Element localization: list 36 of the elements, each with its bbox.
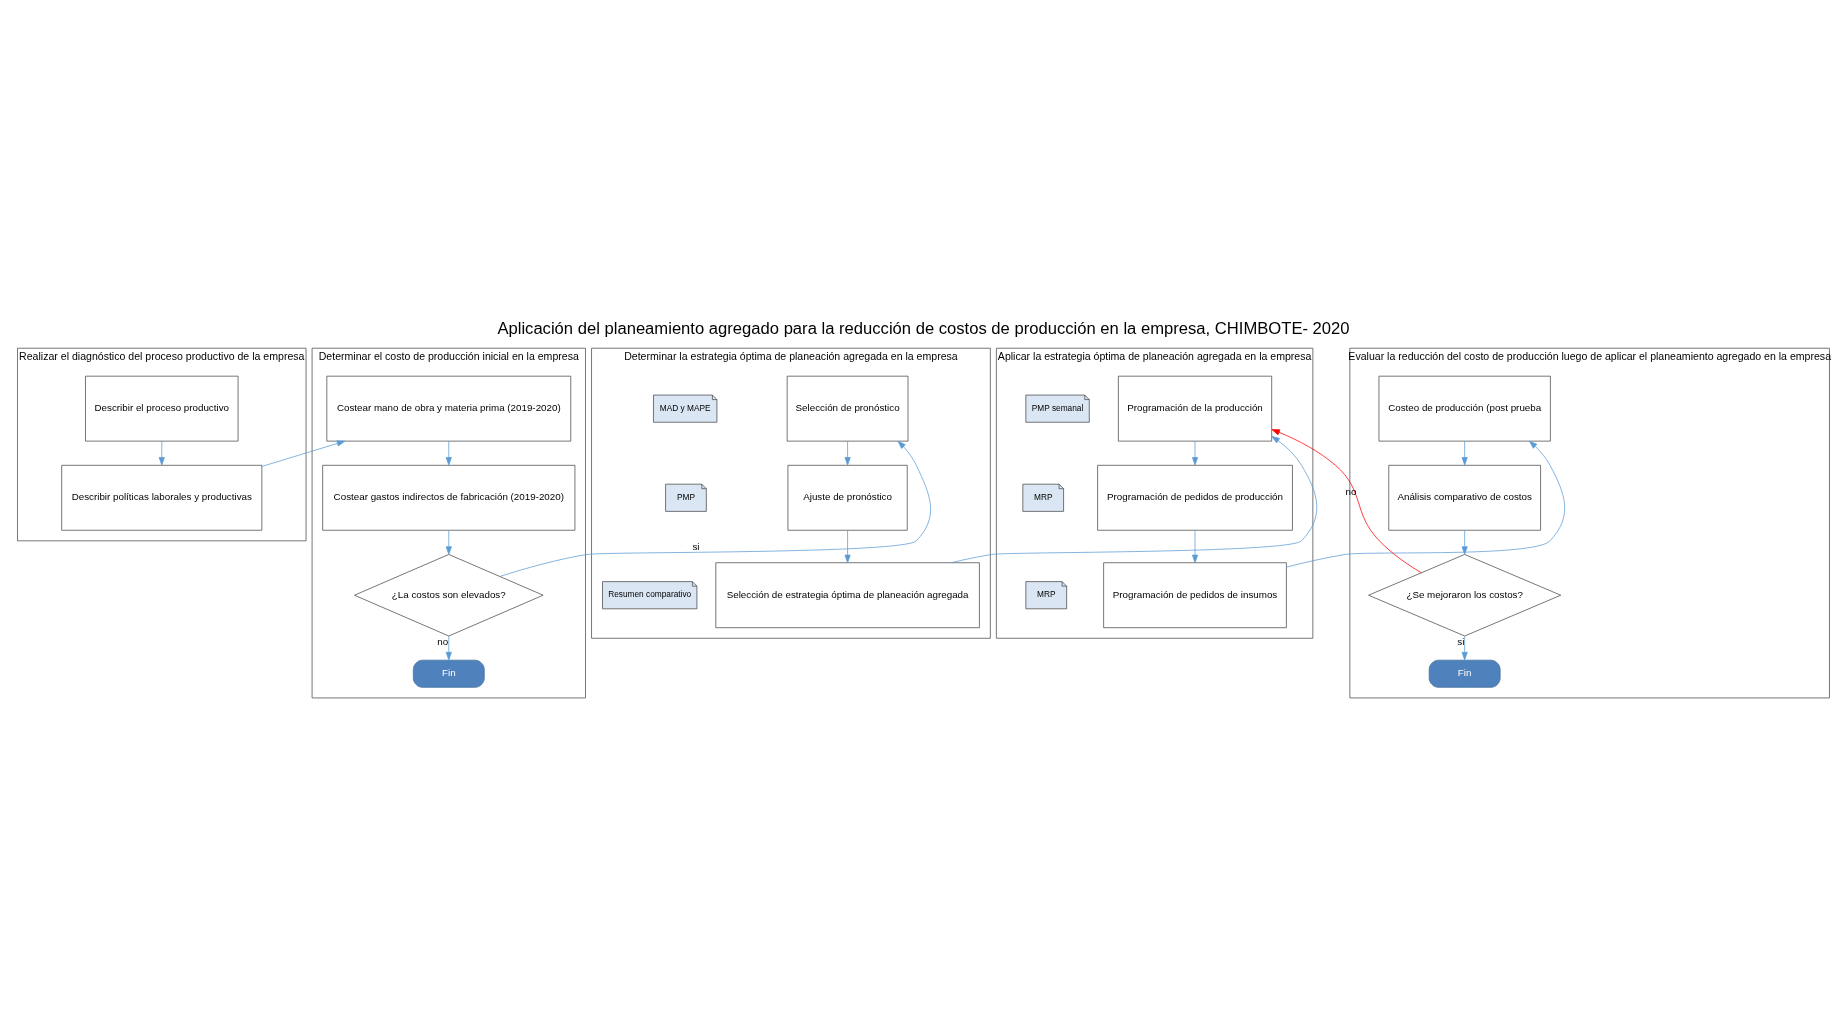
edge-label: no — [437, 636, 449, 648]
node-box: Selección de estrategia óptima de planeación agregada — [715, 562, 980, 629]
node-box: Describir políticas laborales y productivas — [61, 464, 263, 531]
node-diamond: ¿La costos son elevados? — [354, 554, 544, 637]
arrow — [261, 440, 346, 467]
arrow — [1461, 635, 1468, 661]
node-box: Costear gastos indirectos de fabricación (2019-2020) — [322, 464, 576, 531]
node-box: Selección de pronóstico — [786, 375, 909, 442]
arrow — [1271, 429, 1422, 574]
arrow — [950, 436, 1318, 564]
arrow — [844, 530, 851, 564]
arrow — [1461, 440, 1468, 466]
node-box: Programación de la producción — [1118, 375, 1273, 442]
arrow — [445, 530, 452, 555]
node-box: Programación de pedidos de producción — [1097, 464, 1293, 531]
edge-label: si — [692, 540, 700, 552]
arrow — [1192, 530, 1199, 564]
node-box: Describir el proceso productivo — [85, 375, 239, 442]
arrow — [445, 635, 452, 661]
node-diamond: ¿Se mejoraron los costos? — [1368, 554, 1562, 637]
arrow — [499, 440, 931, 577]
node-box: Análisis comparativo de costos — [1388, 464, 1541, 531]
arrow — [445, 440, 452, 466]
node-box: Costear mano de obra y materia prima (2019-2020) — [326, 375, 572, 442]
edge-label: si — [1457, 636, 1465, 648]
arrow — [1461, 530, 1468, 555]
node-box: Fin — [412, 659, 485, 688]
diagram-title: Aplicación del planeamiento agregado para la reducción de costos de producción en la empresa, CHIMBOTE- 2020 — [497, 319, 1350, 339]
arrow — [1192, 440, 1199, 466]
node-box: Programación de pedidos de insumos — [1103, 562, 1287, 629]
arrow — [844, 440, 851, 466]
arrow — [1286, 440, 1565, 568]
node-box: Fin — [1428, 659, 1501, 688]
node-box: Ajuste de pronóstico — [787, 464, 908, 531]
arrow — [158, 440, 165, 466]
node-box: Costeo de producción (post prueba — [1378, 375, 1551, 442]
